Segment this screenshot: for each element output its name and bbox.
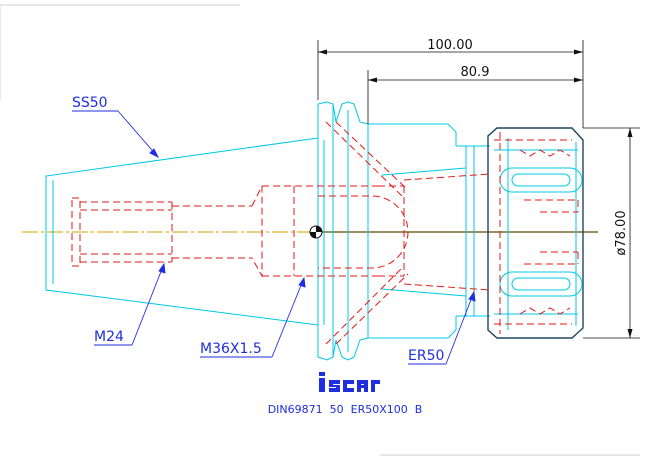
dimension-label-gauge-length: 80.9	[461, 65, 490, 80]
hidden-lines	[71, 121, 579, 345]
label-thread-mid: M36X1.5	[200, 341, 262, 357]
leader-thread-rear	[94, 262, 166, 346]
iscar-logo	[319, 372, 380, 392]
flange-outline	[317, 101, 369, 361]
dimension-label-overall-length: 100.00	[427, 38, 473, 53]
collet-nut	[487, 127, 584, 339]
dimension-gauge-length	[367, 70, 583, 124]
body-outline	[367, 123, 490, 339]
leader-collet	[408, 290, 476, 365]
label-taper: SS50	[72, 95, 108, 111]
label-collet: ER50	[408, 348, 444, 364]
datum-symbol	[309, 225, 323, 239]
dimension-overall-length	[317, 40, 584, 128]
dimension-diameter	[583, 127, 640, 339]
part-number: DIN69871 50 ER50X100 B	[268, 403, 423, 416]
leader-thread-mid	[200, 276, 306, 358]
sheet-border	[0, 4, 640, 456]
leader-taper	[72, 110, 160, 159]
taper-outline	[45, 137, 319, 326]
label-thread-rear: M24	[94, 329, 124, 345]
dimension-label-diameter: ø78.00	[614, 210, 629, 255]
